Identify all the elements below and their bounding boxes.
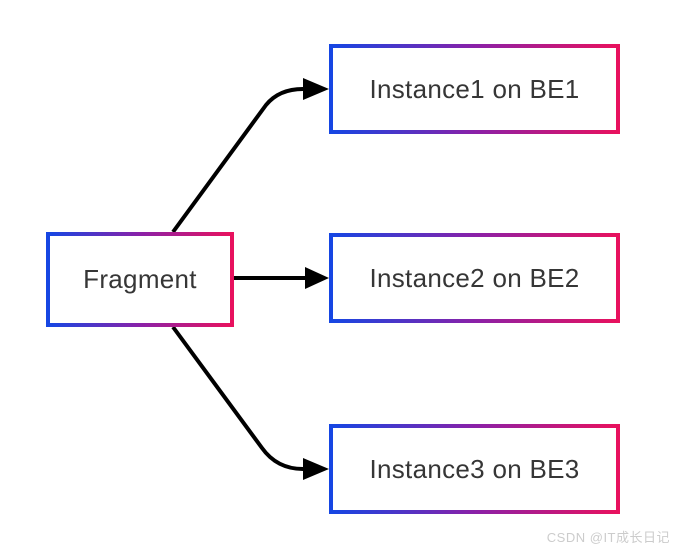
- arrow-fragment-to-instance3: [171, 325, 329, 480]
- node-instance2-label: Instance2 on BE2: [369, 262, 580, 293]
- node-instance3: Instance3 on BE3: [329, 424, 620, 514]
- arrow-fragment-to-instance1: [171, 78, 329, 234]
- arrowhead-icon: [303, 78, 329, 100]
- arrowhead-icon: [303, 458, 329, 480]
- arrow-line: [171, 87, 304, 234]
- node-instance1-label: Instance1 on BE1: [369, 73, 580, 104]
- node-instance1: Instance1 on BE1: [329, 44, 620, 134]
- node-fragment: Fragment: [46, 232, 234, 327]
- node-instance2: Instance2 on BE2: [329, 233, 620, 323]
- node-instance3-label: Instance3 on BE3: [369, 453, 580, 484]
- arrow-fragment-to-instance2: [234, 267, 329, 289]
- arrowhead-icon: [305, 267, 329, 289]
- arrow-line: [171, 325, 304, 471]
- watermark: CSDN @IT成长日记: [546, 530, 670, 545]
- node-fragment-label: Fragment: [83, 264, 197, 294]
